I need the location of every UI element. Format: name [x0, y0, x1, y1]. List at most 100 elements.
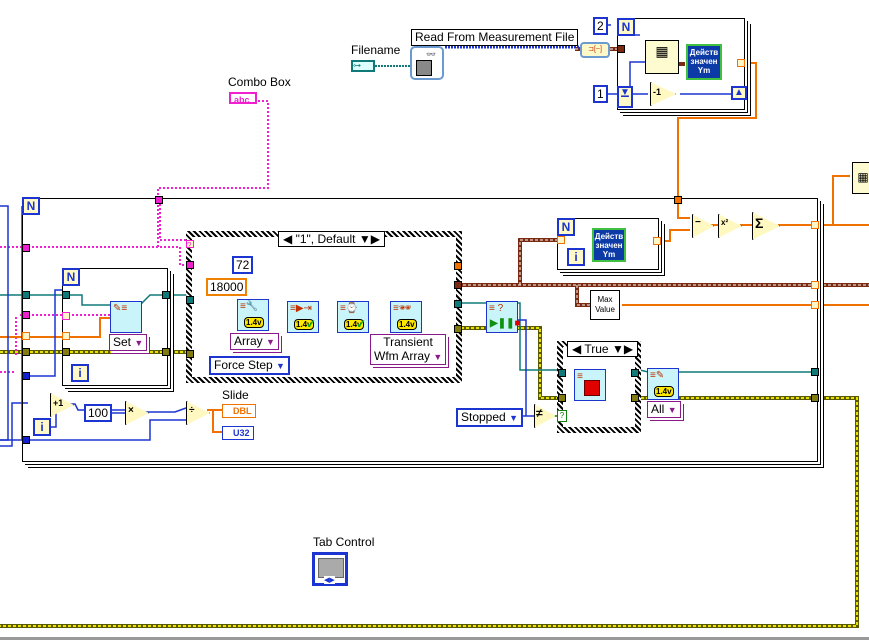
- tunnel: [811, 301, 819, 309]
- checkmark-icon: ✓: [305, 317, 316, 331]
- dmm-abort-vi[interactable]: ≡: [574, 369, 606, 401]
- ring-value-line1: Transient: [383, 335, 433, 349]
- true-case-selector[interactable]: ◀ True ▼▶: [567, 341, 639, 357]
- dmm-read-vi[interactable]: ≡🕶 1.4v: [390, 301, 422, 333]
- clear-ring[interactable]: All ▼: [647, 401, 681, 418]
- tunnel: [674, 196, 682, 204]
- dropdown-arrow-icon: ▼: [276, 361, 285, 371]
- prev-case-icon[interactable]: ◀: [283, 232, 293, 246]
- tunnel: [811, 368, 819, 376]
- tunnel: [162, 348, 170, 356]
- tunnel: [557, 236, 565, 244]
- middle-loop-count-terminal[interactable]: N: [557, 218, 575, 236]
- tunnel: [22, 372, 30, 380]
- combo-box-terminal[interactable]: abc: [229, 92, 257, 105]
- top-for-loop: [617, 18, 745, 110]
- version-badge: 1.4v: [654, 386, 674, 397]
- outer-loop-count-terminal[interactable]: N: [22, 197, 40, 215]
- horizontal-scrollbar[interactable]: [0, 637, 869, 640]
- dropdown-arrow-icon[interactable]: ▼▶: [611, 342, 634, 356]
- outer-loop-iteration-terminal: i: [33, 418, 51, 436]
- dmm-wait-vi[interactable]: ≡⌚ 1.4v ✓: [337, 301, 369, 333]
- version-badge: 1.4v: [397, 319, 417, 330]
- divide-symbol: ÷: [189, 405, 195, 416]
- ring-value: All: [651, 402, 665, 416]
- tab-folder-icon: [318, 558, 344, 578]
- play-step-icon: ≡▶⇥: [290, 303, 312, 314]
- sum-symbol: Σ: [755, 215, 764, 231]
- disk-icon: [416, 60, 432, 76]
- slide-label: Slide: [222, 388, 249, 402]
- dropdown-arrow-icon[interactable]: ▼▶: [358, 232, 380, 246]
- stopped-ring[interactable]: Stopped ▼: [456, 408, 523, 427]
- array-ring[interactable]: Array ▼: [230, 333, 279, 350]
- from-dynamic-data[interactable]: ⊐[~]: [580, 42, 610, 58]
- tunnel: [162, 291, 170, 299]
- filename-label: Filename: [351, 43, 401, 57]
- multiply-symbol: ×: [128, 405, 134, 416]
- constant-100[interactable]: 100: [84, 404, 113, 422]
- tab-control-terminal[interactable]: ◀▶: [312, 552, 348, 586]
- pencil-icon: ✎≡: [113, 303, 128, 314]
- wrench-icon: ≡🔧: [240, 301, 259, 312]
- max-value-node[interactable]: Max Value: [590, 290, 620, 320]
- constant-18000[interactable]: 18000: [206, 278, 248, 296]
- increment-symbol: +1: [53, 398, 64, 408]
- tunnel: [186, 296, 194, 304]
- constant-72[interactable]: 72: [232, 256, 254, 274]
- eraser-icon: ≡✎: [650, 370, 665, 381]
- status-icon: ≡ ?: [489, 303, 504, 314]
- middle-loop-iteration-terminal: i: [567, 248, 585, 266]
- dmm-clear-vi[interactable]: ≡✎ 1.4v: [647, 368, 679, 400]
- dropdown-arrow-icon: ▼: [433, 352, 443, 362]
- property-node-vi[interactable]: ✎≡: [110, 301, 142, 333]
- play-pause-stop-icon: ▶❚❚■: [490, 318, 521, 329]
- dropdown-arrow-icon: ▼: [509, 413, 518, 423]
- glasses-icon: ≡🕶: [393, 303, 412, 314]
- case-selector-terminal: ?: [557, 410, 567, 422]
- top-loop-count-terminal[interactable]: N: [617, 18, 635, 36]
- tunnel: [811, 281, 819, 289]
- stop-square-icon: [584, 380, 600, 396]
- transient-ring[interactable]: Transient Wfm Array ▼: [370, 334, 446, 365]
- tunnel: [454, 281, 462, 289]
- tunnel: [155, 196, 163, 204]
- ring-value: Array: [234, 334, 263, 348]
- dmm-status-vi[interactable]: ≡ ? ▶❚❚■: [486, 301, 521, 333]
- tunnel: [22, 436, 30, 444]
- ring-value: Stopped: [461, 410, 506, 424]
- property-ring[interactable]: Set ▼: [109, 334, 148, 351]
- force-step-ring[interactable]: Force Step ▼: [209, 356, 290, 375]
- loop-count-constant[interactable]: 2: [593, 17, 608, 35]
- ring-value: Set: [113, 335, 132, 349]
- max-value-line1: Max: [597, 295, 613, 304]
- slide-dbl-terminal[interactable]: DBL: [222, 404, 256, 418]
- shift-register-init-constant[interactable]: 1: [593, 85, 608, 103]
- read-file-express-vi[interactable]: 👓: [410, 46, 444, 80]
- dmm-initiate-vi[interactable]: ≡▶⇥ 1.4v ✓: [287, 301, 319, 333]
- tunnel: [454, 300, 462, 308]
- version-badge: 1.4v: [244, 317, 264, 328]
- outer-for-loop: [22, 198, 818, 462]
- index-array-node[interactable]: ▦: [645, 40, 679, 74]
- tunnel: [558, 394, 566, 402]
- stop-icon: ≡: [577, 371, 583, 382]
- build-array-node[interactable]: ▦: [852, 162, 869, 194]
- glasses-icon: 👓: [426, 50, 436, 59]
- tunnel: [811, 394, 819, 402]
- inner-loop-count-terminal[interactable]: N: [62, 268, 80, 286]
- case-selector-value: "1", Default: [295, 232, 356, 246]
- slide-u32-terminal[interactable]: U32: [222, 426, 254, 440]
- combo-box-label: Combo Box: [228, 75, 291, 89]
- filename-terminal[interactable]: ⊶: [351, 60, 375, 72]
- tunnel: [22, 332, 30, 340]
- rms-subvi-top[interactable]: Действ значен Ym: [686, 44, 722, 80]
- tunnel: [22, 311, 30, 319]
- subtract-symbol: −: [695, 217, 701, 228]
- dmm-configure-vi[interactable]: ≡🔧 1.4v: [237, 299, 269, 331]
- ring-value-line2: Wfm Array: [374, 349, 430, 363]
- case-selector[interactable]: ◀ "1", Default ▼▶: [278, 231, 385, 247]
- prev-case-icon[interactable]: ◀: [572, 342, 582, 356]
- inner-for-loop: [62, 268, 168, 386]
- rms-subvi[interactable]: Действ значен Ym: [592, 228, 626, 262]
